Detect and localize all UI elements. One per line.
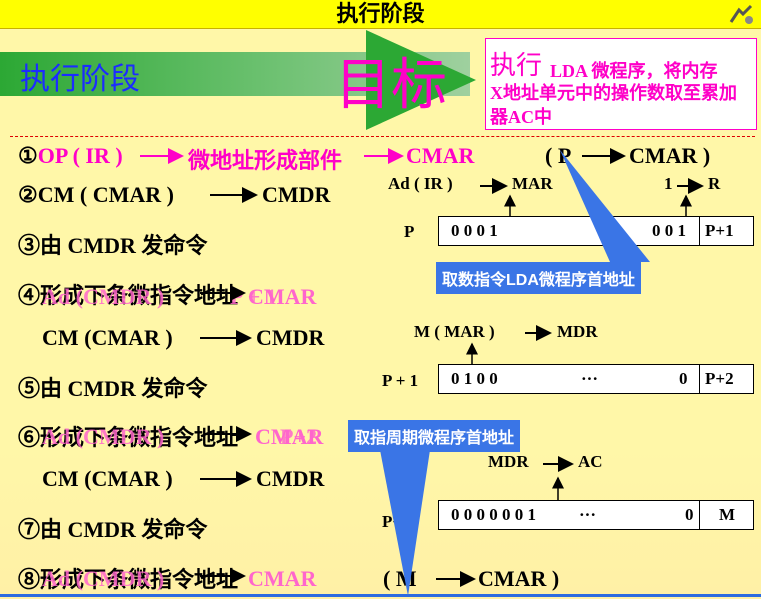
goal-box: 执行 LDA 微程序，将内存 X地址单元中的操作数取至累加器AC中 — [485, 38, 757, 130]
step-1: ①OP ( IR ) — [18, 143, 123, 169]
micro-1-rb: R — [708, 174, 721, 193]
micro-1-left: Ad ( IR ) — [388, 174, 453, 193]
micro-1-mid: MAR — [512, 174, 553, 193]
micro-1-bits-a: 0 0 0 1 — [451, 221, 498, 240]
goal-program: LDA 微程序，将内存 — [550, 61, 718, 81]
goal-desc: X地址单元中的操作数取至累加器AC中 — [490, 83, 737, 127]
slide-title: 执行阶段 — [336, 1, 425, 26]
step-1-cmar2: CMAR ) — [629, 143, 711, 168]
step-4: ④形成下条微指令地址 — [18, 283, 239, 308]
step-6: ⑥形成下条微指令地址 — [18, 425, 239, 450]
step-1-num: ① — [18, 143, 38, 168]
micro-3-next: M — [719, 505, 736, 524]
micro-2-bits: 0 1 0 0 — [451, 369, 498, 388]
callout-lda-start: 取数指令LDA微程序首地址 — [436, 262, 641, 294]
micro-3-zero: 0 — [685, 505, 694, 524]
step-4b: CM (CMAR ) — [42, 325, 173, 350]
title-bar: 执行阶段 — [0, 0, 761, 29]
step-5: ⑤由 CMDR 发命令 — [18, 376, 208, 401]
step-8-end: CMAR ) — [478, 566, 560, 591]
step-1-cmar: CMAR — [406, 143, 475, 168]
step-2-dest: CMDR — [262, 182, 331, 207]
goal-word: 执行 — [490, 51, 543, 80]
step-6-overlay-p2: P+2 — [280, 424, 317, 449]
step-6-cmar: CMAR — [255, 424, 324, 449]
callout-1-pointer — [560, 150, 650, 262]
step-6c: CMDR — [256, 466, 325, 491]
step-8-overlay: Ad (CMDR ) — [42, 566, 165, 591]
step-1-unit: 微地址形成部件 — [188, 148, 343, 173]
corner-icon — [729, 4, 753, 24]
micro-2-head-a: M ( MAR ) — [414, 322, 495, 341]
micro-3-bits: 0 0 0 0 0 0 1 — [451, 505, 536, 524]
step-8-cmar: CMAR — [248, 566, 317, 591]
micro-2-next: P+2 — [705, 369, 734, 388]
micro-2-dots: ··· — [581, 369, 599, 388]
step-6b: CM (CMAR ) — [42, 466, 173, 491]
micro-1-addr: P — [404, 222, 415, 241]
micro-1-ra: 1 — [664, 174, 673, 193]
callout-fetch-start: 取指周期微程序首地址 — [348, 420, 521, 452]
divider — [10, 136, 755, 137]
micro-2-addr: P + 1 — [382, 371, 419, 390]
micro-2-head-b: MDR — [557, 322, 598, 341]
micro-1-bits-b: 0 0 1 — [652, 221, 686, 240]
micro-2-register: 0 1 0 0 ··· 0 P+2 — [438, 364, 754, 394]
micro-1-next: P+1 — [705, 221, 734, 240]
step-4c: CMDR — [256, 325, 325, 350]
micro-3-dots: ··· — [579, 505, 597, 524]
banner-arrow — [366, 30, 476, 130]
step-3: ③由 CMDR 发命令 — [18, 233, 208, 258]
step-8: ⑧形成下条微指令地址 — [18, 567, 239, 592]
micro-2-zero: 0 — [679, 369, 688, 388]
step-6-overlay: Ad (CMDR ) — [42, 424, 165, 449]
micro-3-head-b: AC — [578, 452, 603, 471]
micro-3-head-a: MDR — [488, 452, 529, 471]
step-4-overlay: Ad (CMDR ) — [42, 284, 165, 309]
step-2: ②CM ( CMAR ) — [18, 182, 174, 207]
bottom-divider — [0, 594, 761, 597]
banner-label: 执行阶段 — [20, 63, 140, 96]
goal-title: 目标 — [335, 53, 447, 118]
micro-3-register: 0 0 0 0 0 0 1 ··· 0 M — [438, 500, 754, 530]
step-1-op: OP ( IR ) — [37, 143, 123, 168]
step-7: ⑦由 CMDR 发命令 — [18, 517, 208, 542]
callout-2-pointer — [380, 450, 430, 596]
step-4-cmar: CMAR — [248, 284, 317, 309]
